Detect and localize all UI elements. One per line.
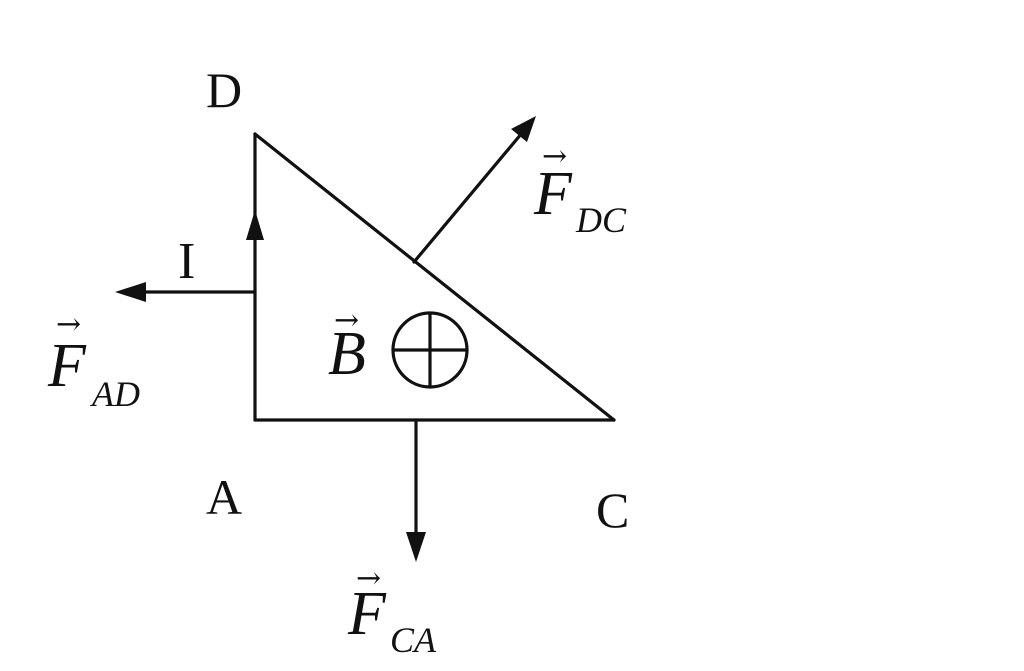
force-ad-subscript: AD bbox=[90, 374, 140, 414]
field-into-page-icon bbox=[391, 311, 469, 389]
force-ad-symbol: F bbox=[47, 332, 87, 400]
force-ca-arrow bbox=[406, 418, 426, 562]
force-ca-vector-mark: → bbox=[356, 561, 381, 596]
current-arrow bbox=[246, 210, 264, 240]
force-ad-vector-mark: → bbox=[56, 307, 81, 342]
current-label: I bbox=[178, 233, 195, 290]
force-ad-label: → F AD bbox=[47, 307, 140, 414]
force-ca-symbol: F bbox=[347, 580, 387, 648]
current-arrowhead bbox=[246, 210, 264, 240]
triangle-loop bbox=[253, 132, 616, 422]
field-label: → B bbox=[328, 303, 366, 388]
side-dc bbox=[253, 132, 616, 422]
force-dc-subscript: DC bbox=[575, 200, 627, 240]
force-ca-label: → F CA bbox=[347, 561, 437, 660]
vertex-label-a: A bbox=[206, 469, 242, 525]
force-dc-shaft bbox=[412, 131, 524, 264]
vertex-label-d: D bbox=[206, 62, 242, 118]
field-vector-mark: → bbox=[334, 303, 359, 338]
force-ca-arrowhead bbox=[406, 532, 426, 562]
force-ca-subscript: CA bbox=[390, 620, 437, 660]
force-dc-symbol: F bbox=[533, 160, 573, 228]
force-ad-arrow bbox=[115, 282, 257, 302]
force-dc-label: → F DC bbox=[533, 139, 627, 240]
force-ad-arrowhead bbox=[115, 282, 146, 302]
force-dc-arrowhead bbox=[511, 116, 536, 142]
vertex-label-c: C bbox=[596, 482, 629, 538]
field-symbol: B bbox=[328, 320, 366, 388]
force-dc-vector-mark: → bbox=[542, 139, 567, 174]
force-dc-arrow bbox=[412, 116, 536, 264]
